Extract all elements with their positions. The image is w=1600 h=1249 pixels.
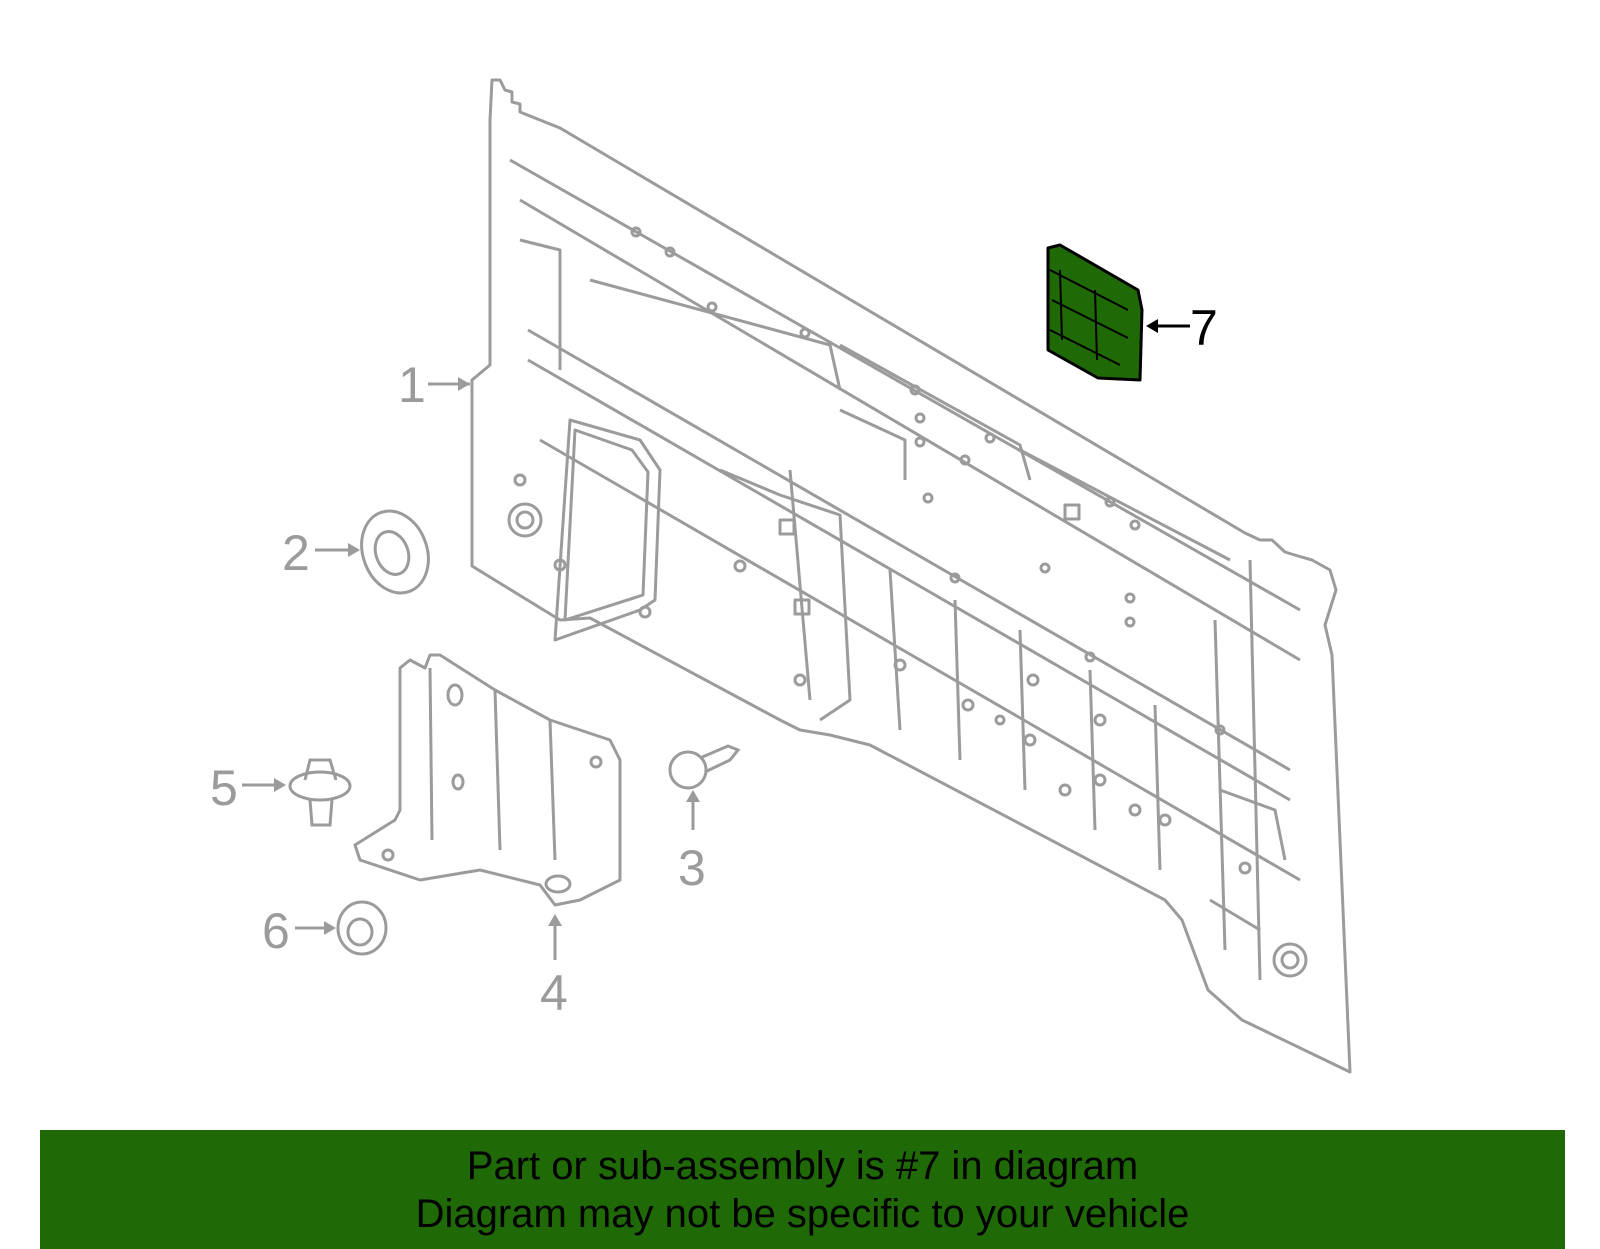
arrowhead-3	[686, 790, 700, 802]
banner-line-2: Diagram may not be specific to your vehi…	[415, 1191, 1190, 1236]
parts-diagram: 1 2 3 4 5 6	[210, 78, 1352, 1074]
arrowhead-2	[348, 543, 360, 557]
callout-4: 4	[540, 965, 568, 1021]
callout-6: 6	[262, 903, 290, 959]
part-1-panel[interactable]	[470, 78, 1352, 1074]
part-6-nut[interactable]	[336, 900, 388, 956]
arrowhead-6	[324, 921, 336, 935]
callout-3: 3	[678, 840, 706, 896]
callout-5: 5	[210, 760, 238, 816]
info-banner: Part or sub-assembly is #7 in diagram Di…	[40, 1130, 1565, 1249]
arrowhead-5	[274, 778, 286, 792]
arrowhead-4	[548, 914, 562, 926]
part-7-vent[interactable]	[1046, 243, 1144, 382]
arrowhead-7	[1146, 319, 1158, 333]
part-2-grommet[interactable]	[351, 502, 440, 603]
callout-7: 7	[1190, 300, 1218, 356]
arrowhead-1	[458, 377, 470, 391]
part-3-clip[interactable]	[668, 744, 741, 790]
callout-1: 1	[398, 357, 426, 413]
part-4-bracket[interactable]	[353, 653, 622, 907]
callout-2: 2	[282, 525, 310, 581]
part-5-bolt[interactable]	[288, 758, 352, 827]
banner-line-1: Part or sub-assembly is #7 in diagram	[466, 1143, 1139, 1188]
